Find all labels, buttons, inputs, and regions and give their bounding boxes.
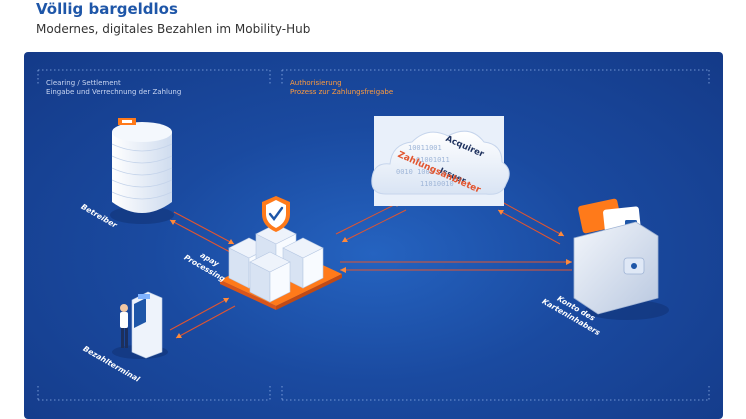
flow-arrows — [169, 201, 572, 339]
diagram-canvas: 10011001 01001011 0010 1001 11010010 — [37, 69, 710, 401]
page-title: Völlig bargeldlos — [36, 0, 178, 18]
payment-terminal-icon — [112, 291, 168, 359]
authorization-section-desc: Prozess zur Zahlungsfreigabe — [290, 88, 394, 96]
svg-text:11010010: 11010010 — [420, 180, 454, 188]
frame-guides — [37, 69, 710, 401]
authorization-section-title: Authorisierung — [290, 79, 342, 87]
clearing-section-desc: Eingabe und Verrechnung der Zahlung — [46, 88, 182, 96]
person-icon — [120, 304, 128, 348]
svg-text:0010 1001: 0010 1001 — [396, 168, 434, 176]
shield-check-icon — [262, 196, 290, 232]
processing-servers-icon — [220, 196, 342, 310]
svg-text:10011001: 10011001 — [408, 144, 442, 152]
page-subtitle: Modernes, digitales Bezahlen im Mobility… — [36, 22, 311, 36]
operator-tower-icon — [110, 118, 174, 224]
payment-flow-diagram: 10011001 01001011 0010 1001 11010010 — [24, 52, 723, 419]
svg-text:01001011: 01001011 — [416, 156, 450, 164]
payment-cloud-icon: 10011001 01001011 0010 1001 11010010 — [371, 116, 510, 206]
cardholder-wallet-icon — [573, 198, 669, 320]
clearing-section-title: Clearing / Settlement — [46, 79, 121, 87]
